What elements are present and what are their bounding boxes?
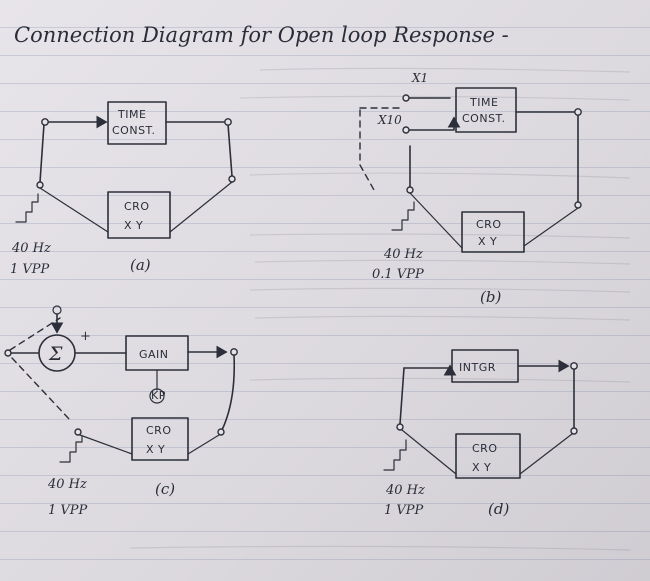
input-node-b <box>406 186 414 194</box>
square-wave-source-c <box>59 435 83 463</box>
output-lead-a <box>227 123 233 177</box>
y-wire-d <box>519 433 573 475</box>
gain-x10-tap-b <box>407 116 461 131</box>
time-constant-label-a-line2: CONST. <box>112 124 155 137</box>
gain-x10-label-b: X10 <box>377 113 402 127</box>
input-lead-b <box>359 109 375 191</box>
output-node-a <box>224 118 232 126</box>
integrator-label: INTGR <box>459 361 496 374</box>
time-constant-label-b-line2: CONST. <box>462 112 505 125</box>
square-wave-source-b <box>391 201 415 231</box>
input-wire-d <box>403 364 457 376</box>
freq-label-c: 40 Hz <box>47 477 87 492</box>
caption-c: (c) <box>155 480 175 498</box>
pot-knob-c <box>149 388 165 404</box>
y-wire-b <box>523 207 579 247</box>
x-wire-d <box>401 429 457 475</box>
amplitude-label-b: 0.1 VPP <box>372 267 424 282</box>
freq-label-b: 40 Hz <box>383 247 423 262</box>
gain-x10-node-b <box>402 126 410 134</box>
page-title: Connection Diagram for Open loop Respons… <box>14 23 509 47</box>
pot-label-c: KP <box>151 389 166 402</box>
square-wave-source-d <box>383 439 407 471</box>
cro-label-d-line2: X Y <box>472 461 491 474</box>
x-wire-b <box>409 192 463 249</box>
caption-d: (d) <box>488 500 509 518</box>
amplitude-label-d: 1 VPP <box>384 503 424 518</box>
ground-node-right-d <box>570 427 578 435</box>
y-wire-a <box>169 181 233 233</box>
time-constant-label-b-line1: TIME <box>469 96 498 109</box>
x-wire-a <box>39 187 109 233</box>
diagram-a: TIME CONST. CRO X Y 40 Hz 1 VPP (a) <box>10 101 236 277</box>
cro-block-b <box>461 211 525 253</box>
gain-x1-node-b <box>402 94 410 102</box>
reference-input-node-c <box>52 305 62 315</box>
cro-label-d-line1: CRO <box>472 442 497 455</box>
ground-node-right-c <box>217 428 225 436</box>
dashed-feedback-lower-c <box>11 357 71 421</box>
x-wire-c <box>79 434 133 455</box>
time-constant-block-b <box>455 87 517 133</box>
caption-a: (a) <box>130 256 151 274</box>
cro-block-c <box>131 417 189 461</box>
input-lead-d <box>399 367 405 425</box>
output-node-b <box>574 108 582 116</box>
time-constant-block-a <box>107 101 167 145</box>
cro-label-a-line2: X Y <box>124 219 143 232</box>
ground-node-left-d <box>396 423 404 431</box>
gain-label: GAIN <box>139 348 169 361</box>
plus-sign-c: + <box>80 329 91 344</box>
cro-label-a-line1: CRO <box>124 200 149 213</box>
caption-b: (b) <box>480 288 501 306</box>
ground-node-left-a <box>36 181 44 189</box>
cro-block-a <box>107 191 171 239</box>
summing-symbol: Σ <box>48 343 63 365</box>
ground-node-right-b <box>574 201 582 209</box>
amplitude-label-a: 1 VPP <box>10 262 50 277</box>
bleed-through-text <box>129 67 631 551</box>
output-lead-c <box>221 354 236 431</box>
diagram-c: Σ + GAIN KP CRO X Y 40 Hz 1 VPP (c) <box>4 305 238 518</box>
freq-label-d: 40 Hz <box>385 483 425 498</box>
y-wire-c <box>187 434 220 455</box>
input-node-c <box>4 349 12 357</box>
cro-block-d <box>455 433 521 479</box>
input-lead-a <box>39 123 45 183</box>
cro-label-c-line1: CRO <box>146 424 171 437</box>
ground-node-left-c <box>74 428 82 436</box>
freq-label-a: 40 Hz <box>11 241 51 256</box>
cro-label-c-line2: X Y <box>146 443 165 456</box>
gain-x1-label-b: X1 <box>411 71 428 85</box>
time-constant-label-a-line1: TIME <box>117 108 146 121</box>
diagram-d: INTGR CRO X Y 40 Hz 1 VPP (d) <box>383 349 578 518</box>
input-node-a <box>41 118 49 126</box>
square-wave-source-a <box>15 193 39 223</box>
ground-node-right-a <box>228 175 236 183</box>
cro-label-b-line2: X Y <box>478 235 497 248</box>
diagram-b: TIME CONST. X1 X10 CRO X Y 40 Hz 0.1 VPP… <box>359 71 582 306</box>
cro-label-b-line1: CRO <box>476 218 501 231</box>
amplitude-label-c: 1 VPP <box>48 503 88 518</box>
